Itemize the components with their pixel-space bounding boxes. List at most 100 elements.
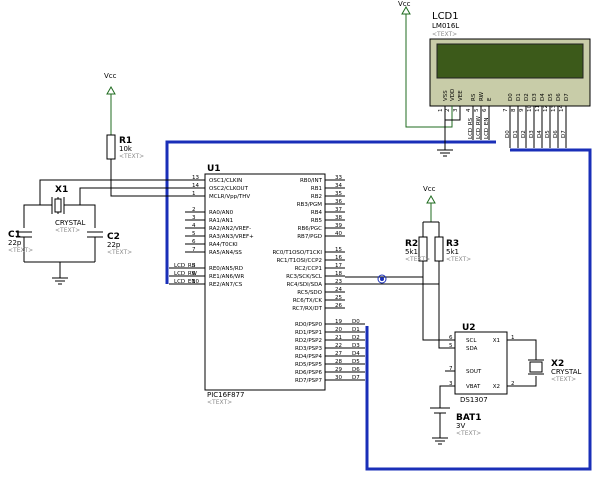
r3-value: 5k1: [446, 248, 459, 256]
c2-placeholder: <TEXT>: [107, 249, 132, 256]
lcd-pin-number: 10: [527, 105, 533, 112]
vcc-pullups-label: Vcc: [423, 185, 436, 193]
u1-pin-number: 15: [335, 247, 342, 253]
vcc-r1-label: Vcc: [104, 72, 117, 80]
u1-pin-number: 39: [335, 223, 342, 229]
r1-value: 10k: [119, 145, 133, 153]
u1-pin-number: 22: [335, 343, 342, 349]
i2c-wiring: [345, 261, 455, 349]
x1-placeholder: <TEXT>: [55, 227, 80, 234]
u1-pin-name: RC1/T1OSI/CCP2: [277, 258, 322, 264]
crystal-x1: X1 CRYSTAL <TEXT>: [23, 179, 205, 234]
r1-ref: R1: [119, 136, 132, 146]
lcd-part: LM016L: [432, 22, 459, 30]
lcd-pin-number: 8: [511, 108, 517, 112]
lcd-pin-name: D0: [508, 93, 514, 101]
u1-pin-number: 34: [335, 183, 342, 189]
lcd-pin-name: VEE: [458, 90, 464, 101]
lcd-pin-number: 4: [466, 108, 472, 112]
u1-pin-name: RC2/CCP1: [295, 266, 322, 272]
lcd-pin-number: 7: [503, 108, 509, 112]
lcd-control-bus: [165, 140, 496, 284]
u1-pin-number: 36: [335, 199, 342, 205]
u2-pin-number: 3: [449, 381, 453, 387]
x1-ref: X1: [55, 185, 68, 195]
u1-pin-number: 37: [335, 207, 342, 213]
u1-pin-number: 14: [192, 183, 199, 189]
c1-value: 22p: [8, 239, 22, 247]
u2-pin-number: 7: [449, 366, 453, 372]
lcd-screen: [436, 43, 584, 79]
u1-pin-number: 21: [335, 335, 342, 341]
u1-data-net-label: D7: [352, 375, 360, 381]
u1-placeholder: <TEXT>: [207, 399, 232, 406]
u1-pin-number: 10: [192, 279, 199, 285]
u2-part: DS1307: [460, 396, 488, 404]
u2-pin-number: 1: [511, 335, 515, 341]
u1-pin-name: RB6/PGC: [298, 226, 323, 232]
u2-pin-name: X2: [493, 384, 500, 390]
c2-ref: C2: [107, 232, 120, 242]
lcd-pin-number: 5: [474, 108, 480, 112]
u1-right-pins: 33RB0/INT34RB135RB236RB3/PGM37RB438RB539…: [272, 175, 345, 384]
crystal-x2: X2 CRYSTAL <TEXT>: [520, 339, 582, 387]
lcd-pins: VSS1VDD2VEE3RS4RW5E6D07D18D29D310D411D51…: [438, 89, 570, 148]
u2-pin-name: SDA: [466, 346, 478, 352]
u1-pin-name: RA0/AN0: [209, 210, 234, 216]
u1-pin-number: 3: [192, 215, 196, 221]
lcd-data-net-label: D1: [513, 130, 519, 138]
u2-pin-number: 2: [511, 381, 515, 387]
lcd-placeholder: <TEXT>: [432, 31, 457, 38]
lcd-pin-name: D6: [556, 93, 562, 101]
lcd-data-net-label: D2: [521, 130, 527, 138]
u1-pin-name: RD5/PSP5: [295, 362, 323, 368]
lcd-pin-name: VSS: [443, 90, 449, 101]
vcc-r1: Vcc: [104, 72, 117, 135]
lcd-pin-number: 1: [438, 109, 444, 113]
u1-pin-name: RA5/AN4/SS: [209, 250, 242, 256]
lcd-ref: LCD1: [432, 11, 459, 22]
lcd-data-net-label: D3: [529, 130, 535, 138]
lcd-pin-number: 11: [535, 105, 541, 112]
u1-pin-number: 4: [192, 223, 196, 229]
vcc-lcd-label: Vcc: [398, 0, 411, 8]
r3-placeholder: <TEXT>: [446, 256, 471, 263]
u2-pin-name: SOUT: [466, 369, 482, 375]
u1-pin-name: RA1/AN1: [209, 218, 233, 224]
lcd-pin-name: D2: [524, 93, 530, 101]
u1-pin-name: OSC2/CLKOUT: [209, 186, 249, 192]
u1-pin-name: RB3/PGM: [297, 202, 323, 208]
lcd-pin-number: 13: [551, 105, 557, 112]
u2-pin-name: X1: [493, 338, 500, 344]
c1-ref: C1: [8, 230, 21, 240]
u1-pin-number: 18: [335, 271, 342, 277]
r2-ref: R2: [405, 239, 418, 249]
u1-pin-name: RC4/SDI/SDA: [287, 282, 323, 288]
u1-data-net-label: D4: [352, 351, 360, 357]
u1-pin-number: 27: [335, 351, 342, 357]
r2-value: 5k1: [405, 248, 418, 256]
x2-ref: X2: [551, 359, 564, 369]
capacitor-c2: C2 22p <TEXT>: [87, 231, 132, 262]
r2-placeholder: <TEXT>: [405, 256, 430, 263]
lcd-data-net-label: D6: [553, 130, 559, 138]
u1-pin-name: RD4/PSP4: [295, 354, 323, 360]
u2-pin-name: SCL: [466, 338, 477, 344]
lcd-pin-number: 14: [559, 105, 565, 112]
lcd-pin-name: D1: [516, 93, 522, 101]
u1-pin-number: 5: [192, 231, 196, 237]
u1-part: PIC16F877: [207, 391, 244, 399]
x2-placeholder: <TEXT>: [551, 376, 576, 383]
ground-caps: [24, 261, 95, 285]
u1-pin-name: RB0/INT: [300, 178, 323, 184]
u1-pin-name: RA4/T0CKI: [209, 242, 238, 248]
u1-pin-name: RC7/RX/DT: [292, 306, 322, 312]
lcd-pin-number: 3: [453, 108, 459, 112]
u1-pin-name: RD6/PSP6: [295, 370, 323, 376]
lcd-pin-number: 12: [543, 105, 549, 112]
u1-pin-name: RB2: [311, 194, 322, 200]
